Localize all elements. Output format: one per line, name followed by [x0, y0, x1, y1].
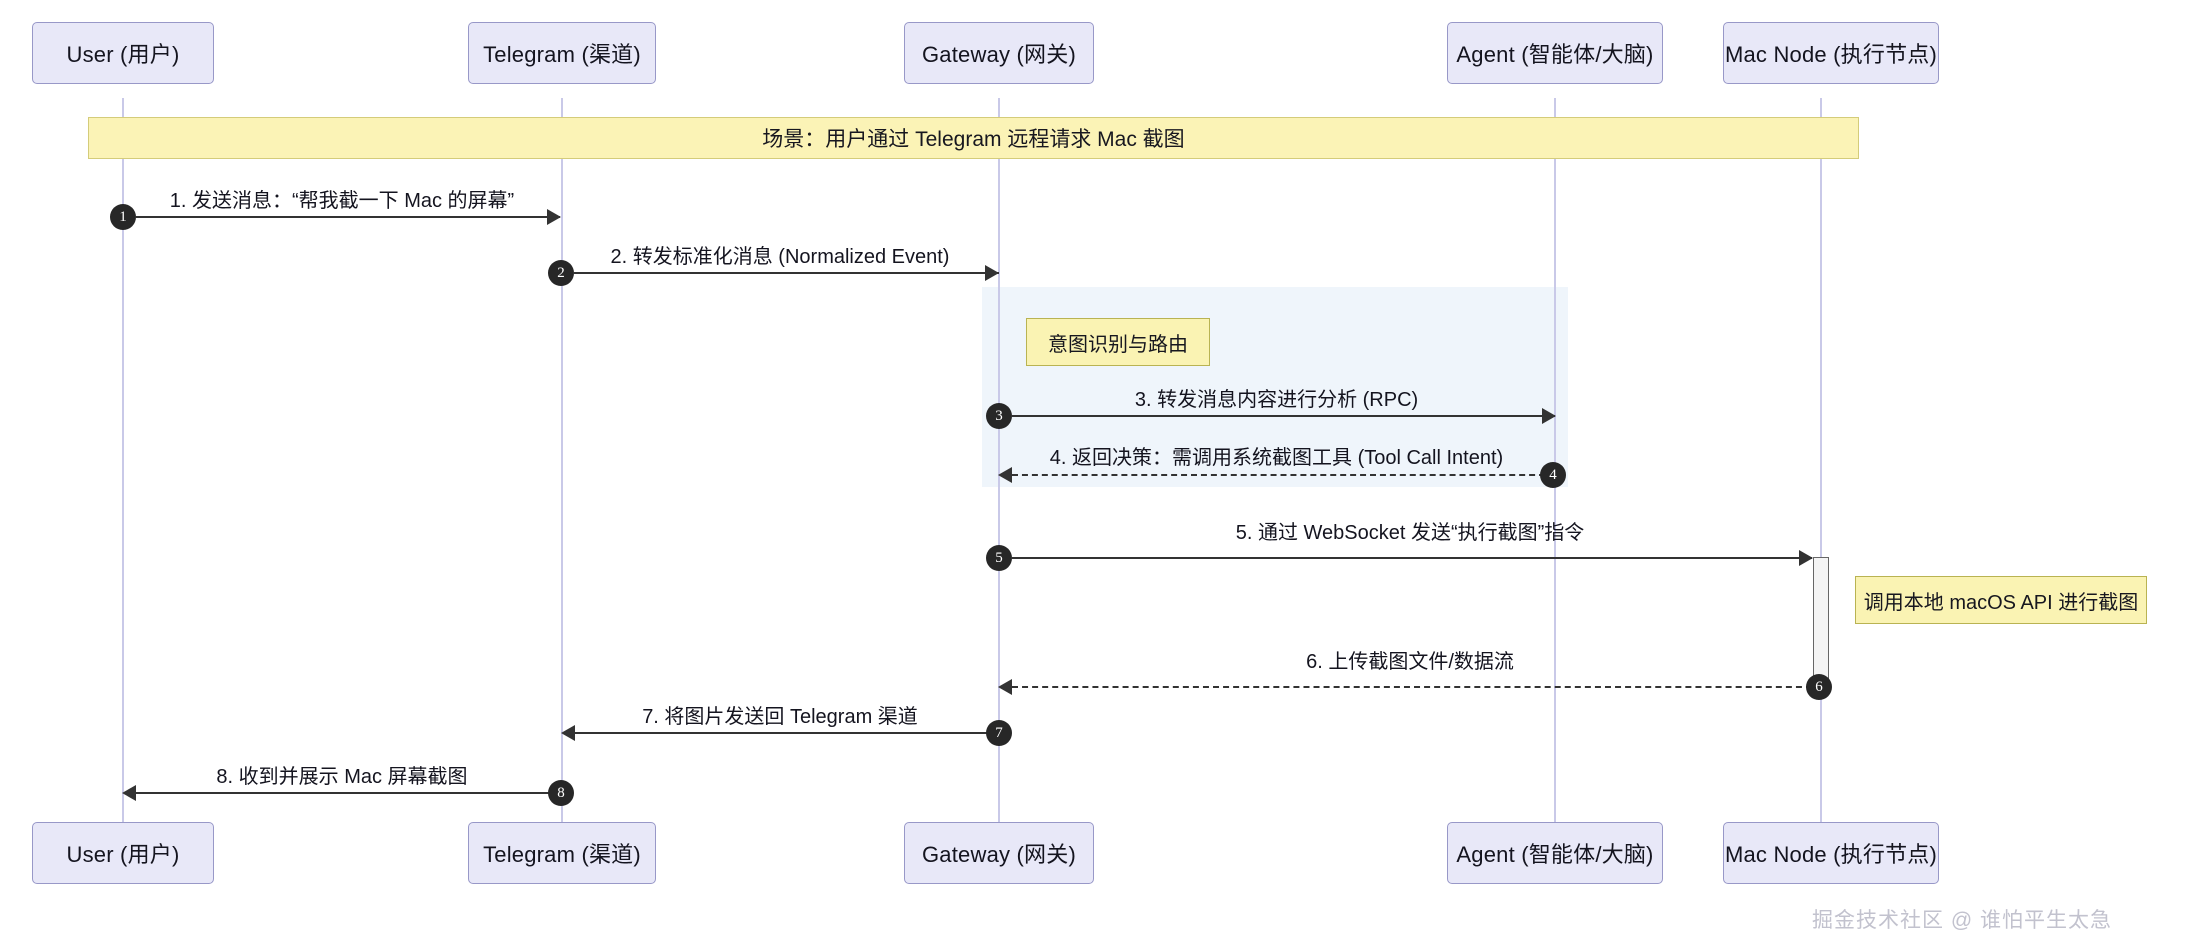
message-label-7: 7. 将图片发送回 Telegram 渠道: [642, 706, 918, 728]
sequence-badge-6: 6: [1806, 674, 1832, 700]
message-arrowhead-1: [547, 209, 561, 225]
watermark: 掘金技术社区 @ 谁怕平生太急: [1812, 909, 2112, 932]
message-arrowhead-7: [561, 725, 575, 741]
message-line-5: [1012, 557, 1812, 559]
message-arrowhead-3: [1542, 408, 1556, 424]
participant-telegram-top[interactable]: Telegram (渠道): [468, 22, 656, 84]
participant-user-top[interactable]: User (用户): [32, 22, 214, 84]
message-line-4: [1012, 474, 1555, 476]
participant-label: User (用户): [66, 842, 180, 867]
sequence-badge-7: 7: [986, 720, 1012, 746]
message-label-3: 3. 转发消息内容进行分析 (RPC): [1134, 389, 1419, 411]
participant-label: Mac Node (执行节点): [1724, 42, 1938, 67]
message-label-8: 8. 收到并展示 Mac 屏幕截图: [216, 766, 468, 788]
participant-label: Agent (智能体/大脑): [1456, 842, 1654, 867]
sequence-badge-5: 5: [986, 545, 1012, 571]
participant-label: Telegram (渠道): [483, 42, 641, 67]
message-arrowhead-4: [998, 467, 1012, 483]
note-text: 调用本地 macOS API 进行截图: [1863, 591, 2139, 614]
message-line-7: [574, 732, 999, 734]
participant-label: Telegram (渠道): [483, 842, 641, 867]
sequence-badge-3: 3: [986, 403, 1012, 429]
note-intent-routing: 意图识别与路由: [1026, 318, 1210, 366]
message-label-6: 6. 上传截图文件/数据流: [1306, 651, 1514, 673]
participant-agent-bottom[interactable]: Agent (智能体/大脑): [1447, 822, 1663, 884]
message-arrowhead-8: [122, 785, 136, 801]
message-line-3: [1012, 415, 1555, 417]
participant-gateway-top[interactable]: Gateway (网关): [904, 22, 1094, 84]
note-macos-api: 调用本地 macOS API 进行截图: [1855, 576, 2147, 624]
message-line-6: [1012, 686, 1812, 688]
message-line-1: [136, 216, 560, 218]
participant-macnode-top[interactable]: Mac Node (执行节点): [1723, 22, 1939, 84]
participant-user-bottom[interactable]: User (用户): [32, 822, 214, 884]
participant-label: Mac Node (执行节点): [1724, 842, 1938, 867]
lifeline-macnode: [1820, 98, 1822, 836]
message-label-2: 2. 转发标准化消息 (Normalized Event): [610, 246, 950, 268]
participant-label: Gateway (网关): [922, 42, 1076, 67]
scenario-banner-text: 场景：用户通过 Telegram 远程请求 Mac 截图: [762, 128, 1185, 151]
sequence-badge-2: 2: [548, 260, 574, 286]
message-arrowhead-6: [998, 679, 1012, 695]
participant-gateway-bottom[interactable]: Gateway (网关): [904, 822, 1094, 884]
note-text: 意图识别与路由: [1048, 333, 1188, 356]
message-arrowhead-5: [1799, 550, 1813, 566]
lifeline-telegram: [561, 98, 563, 836]
participant-telegram-bottom[interactable]: Telegram (渠道): [468, 822, 656, 884]
participant-label: User (用户): [66, 42, 180, 67]
message-line-8: [136, 792, 560, 794]
lifeline-user: [122, 98, 124, 836]
message-arrowhead-2: [985, 265, 999, 281]
message-line-2: [574, 272, 999, 274]
message-label-5: 5. 通过 WebSocket 发送“执行截图”指令: [1235, 522, 1585, 544]
participant-label: Agent (智能体/大脑): [1456, 42, 1654, 67]
sequence-badge-8: 8: [548, 780, 574, 806]
sequence-badge-1: 1: [110, 204, 136, 230]
participant-agent-top[interactable]: Agent (智能体/大脑): [1447, 22, 1663, 84]
message-label-4: 4. 返回决策：需调用系统截图工具 (Tool Call Intent): [1049, 447, 1504, 469]
participant-macnode-bottom[interactable]: Mac Node (执行节点): [1723, 822, 1939, 884]
sequence-badge-4: 4: [1540, 462, 1566, 488]
scenario-banner: 场景：用户通过 Telegram 远程请求 Mac 截图: [88, 117, 1859, 159]
message-label-1: 1. 发送消息：“帮我截一下 Mac 的屏幕”: [169, 190, 515, 212]
participant-label: Gateway (网关): [922, 842, 1076, 867]
